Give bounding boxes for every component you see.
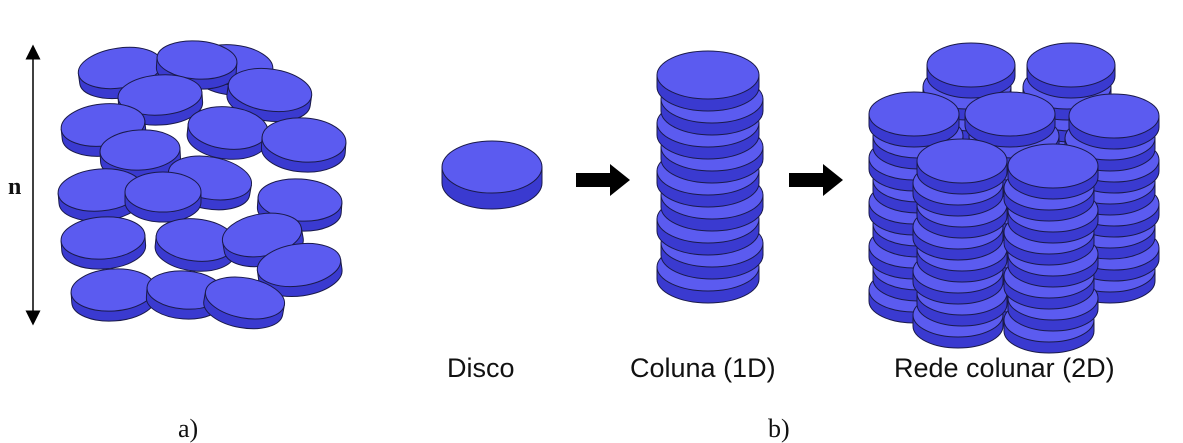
label-part-b: b) xyxy=(768,414,790,443)
disc xyxy=(926,42,1016,99)
disc xyxy=(256,178,343,232)
disc xyxy=(656,50,760,112)
label-disc: Disco xyxy=(447,353,515,383)
disc xyxy=(1068,93,1160,150)
right-arrow-icon xyxy=(576,164,630,196)
disc xyxy=(186,106,269,160)
label-part-a: a) xyxy=(178,414,198,443)
disc xyxy=(124,171,202,223)
disc xyxy=(60,216,147,270)
disc xyxy=(1007,143,1099,200)
disc xyxy=(1026,42,1116,99)
label-network: Rede colunar (2D) xyxy=(894,353,1115,383)
columnar-network-2d xyxy=(868,42,1160,354)
disc-column-1d xyxy=(656,50,764,304)
right-arrow-icon xyxy=(789,164,843,196)
disc xyxy=(256,242,343,297)
disc xyxy=(203,276,286,330)
axis-n-label: n xyxy=(8,174,21,200)
single-disc xyxy=(441,140,543,210)
disc xyxy=(964,91,1056,148)
label-column: Coluna (1D) xyxy=(630,353,776,383)
disc xyxy=(916,138,1008,195)
nematic-disc-cluster xyxy=(57,40,347,330)
disc xyxy=(868,91,960,148)
disc xyxy=(70,268,157,322)
disc xyxy=(57,168,144,222)
disc xyxy=(441,140,543,210)
disc xyxy=(154,218,237,272)
disc xyxy=(260,117,347,173)
